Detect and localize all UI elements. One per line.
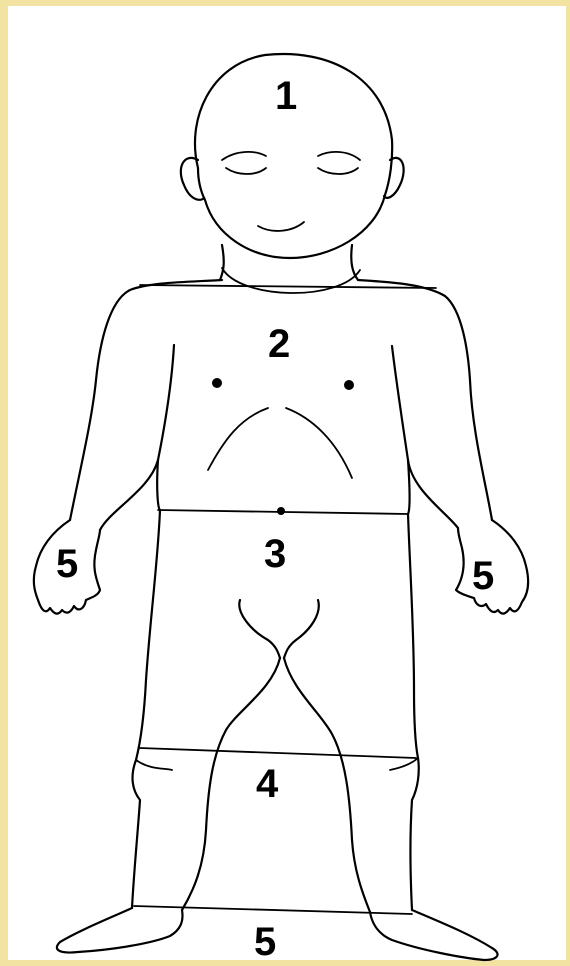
navel: [277, 507, 285, 515]
label-chest: 2: [268, 324, 290, 364]
shoulder-divider: [140, 285, 436, 288]
torso-outline: [70, 280, 492, 530]
label-abdomen: 3: [264, 534, 286, 574]
right-foot-outline: [370, 910, 498, 960]
left-foot-outline: [57, 908, 183, 953]
label-left-hand: 5: [56, 544, 78, 584]
label-right-hand: 5: [472, 556, 494, 596]
label-head: 1: [275, 76, 297, 116]
thigh-divider: [140, 748, 416, 758]
label-thigh: 4: [256, 764, 278, 804]
label-feet: 5: [254, 922, 276, 962]
